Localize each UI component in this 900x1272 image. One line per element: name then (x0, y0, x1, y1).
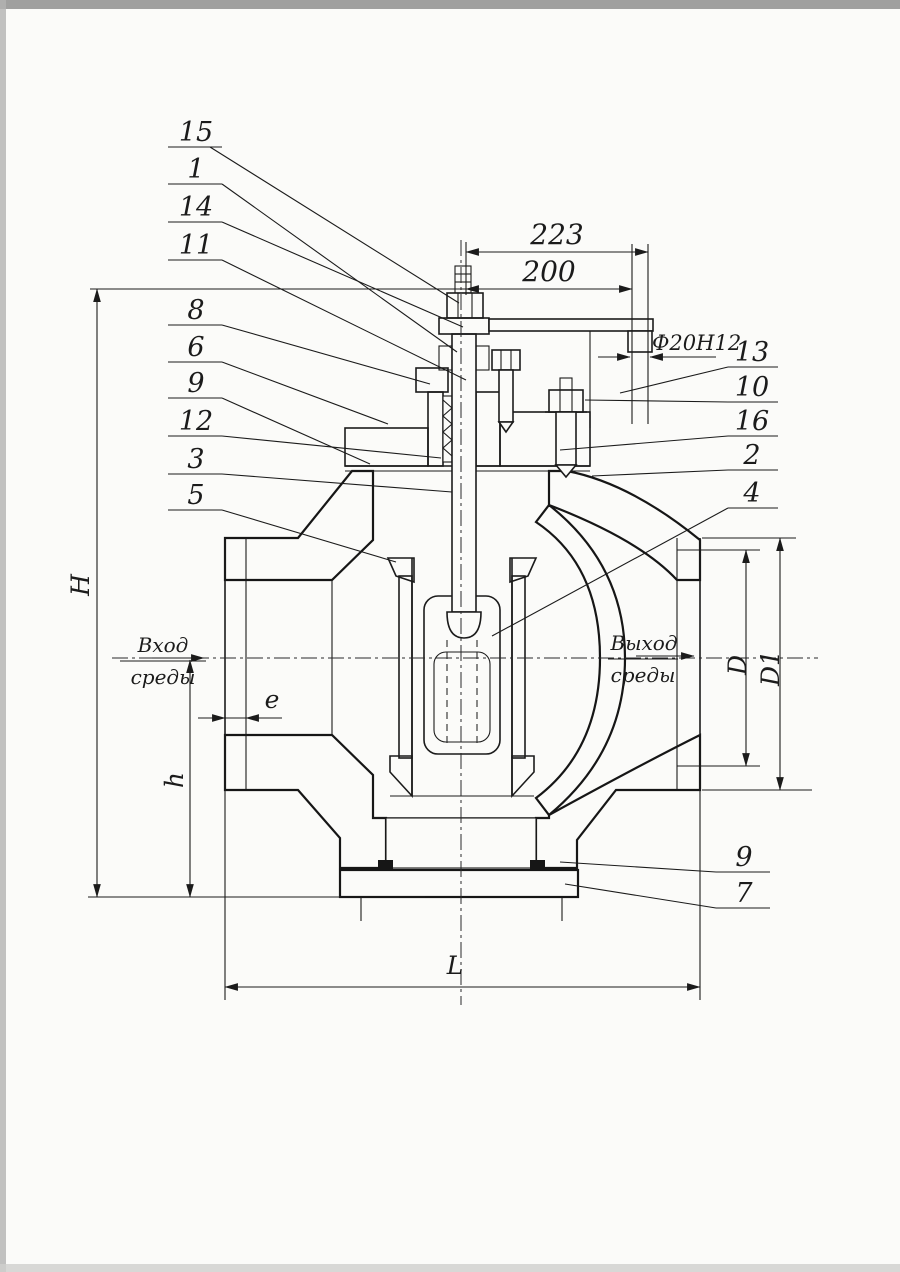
svg-text:16: 16 (735, 406, 769, 437)
cage-sleeve (386, 557, 538, 799)
bottom-cover (338, 817, 580, 921)
callout-2: 2 (591, 440, 778, 477)
svg-text:4: 4 (742, 478, 760, 509)
callouts-right: 13 10 16 2 4 9 7 (491, 337, 778, 909)
svg-text:6: 6 (187, 332, 204, 363)
dimension-e: e (198, 685, 282, 722)
dim-D-label: D (723, 655, 752, 676)
bonnet-assembly (344, 345, 591, 479)
dim-H-label: H (66, 573, 95, 597)
callout-4: 4 (491, 478, 778, 637)
svg-text:14: 14 (179, 192, 213, 223)
bracket (488, 244, 654, 428)
dim-200-label: 200 (521, 255, 575, 288)
dim-h-label: h (160, 772, 189, 788)
callout-15: 15 (168, 117, 460, 304)
dimension-pin-hole: Ф20Н12 (598, 331, 741, 361)
callout-11: 11 (168, 230, 467, 381)
callout-14: 14 (168, 192, 464, 328)
callout-12: 12 (168, 406, 442, 459)
stem-assembly (438, 244, 654, 639)
valve-stem (451, 333, 477, 613)
callout-9: 9 (168, 368, 371, 465)
gland-clamp (415, 367, 449, 393)
svg-text:15: 15 (179, 117, 213, 148)
inlet-word-1: Вход (137, 633, 189, 657)
inlet-word-2: среды (131, 665, 196, 689)
svg-text:11: 11 (179, 230, 213, 261)
dimension-H: H (66, 288, 425, 898)
flow-inlet: Вход среды (120, 633, 206, 689)
dimension-D: D (677, 549, 760, 767)
svg-text:10: 10 (735, 372, 769, 403)
callout-10: 10 (584, 372, 778, 403)
callout-1: 1 (168, 154, 458, 353)
callout-16: 16 (559, 406, 778, 451)
dim-L-label: L (446, 951, 464, 980)
flow-outlet: Выход среды (608, 631, 695, 687)
callouts-left: 15 1 14 11 8 6 9 (168, 117, 467, 563)
callout-13: 13 (619, 337, 778, 394)
svg-text:8: 8 (187, 295, 204, 326)
dim-e-label: e (265, 685, 280, 714)
callout-5: 5 (168, 480, 397, 563)
dimension-200: 200 (90, 255, 633, 293)
callout-6: 6 (168, 332, 389, 425)
dimension-223: 223 (465, 218, 649, 295)
svg-text:9: 9 (735, 842, 752, 873)
callout-8: 8 (168, 295, 431, 385)
dimension-L: L (224, 767, 701, 1000)
svg-text:7: 7 (735, 878, 753, 909)
gland-bolt (491, 349, 521, 434)
dimension-D1: D1 (702, 537, 812, 791)
plug-dome (446, 611, 482, 639)
svg-text:2: 2 (742, 440, 760, 471)
svg-text:9: 9 (187, 368, 204, 399)
svg-text:12: 12 (179, 406, 213, 437)
gland-follower-right (475, 345, 490, 371)
svg-text:3: 3 (187, 444, 204, 475)
left-flange (224, 538, 333, 790)
bonnet-stud (545, 377, 587, 479)
svg-text:13: 13 (735, 337, 769, 368)
dim-223-label: 223 (529, 218, 583, 251)
stem-nut (446, 292, 484, 319)
packing-rings (442, 395, 453, 463)
gland-follower-left (438, 345, 453, 371)
callout-7: 7 (564, 878, 770, 909)
callout-3: 3 (168, 444, 453, 493)
svg-text:1: 1 (187, 154, 204, 185)
outlet-word-1: Выход (610, 631, 678, 655)
dimension-h: h (160, 659, 194, 898)
callout-9-bottom: 9 (559, 842, 770, 873)
svg-text:5: 5 (187, 480, 204, 511)
dim-D1-label: D1 (756, 650, 785, 687)
dim-hole-label: Ф20Н12 (652, 331, 741, 355)
outlet-word-2: среды (611, 663, 676, 687)
center-lines (112, 240, 818, 1005)
right-flange (676, 538, 701, 790)
